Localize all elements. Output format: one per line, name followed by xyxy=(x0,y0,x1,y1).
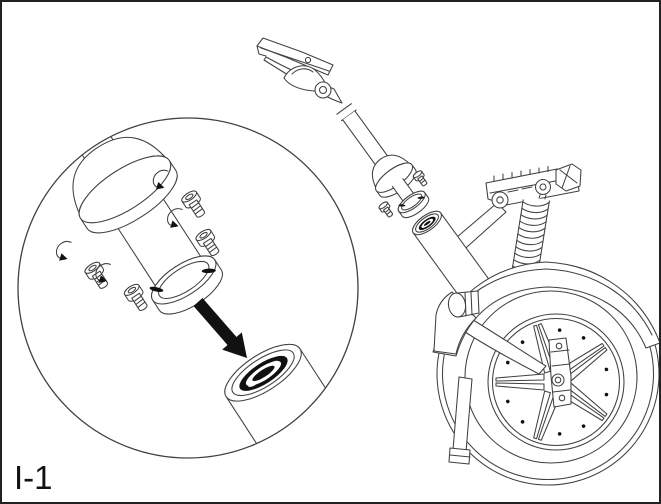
install-arrow xyxy=(193,298,247,358)
fork-blade xyxy=(461,317,547,375)
flange-slot xyxy=(201,268,216,274)
callout-circle xyxy=(17,117,359,459)
stem-cone-main xyxy=(371,154,417,198)
front-fender xyxy=(432,261,659,357)
magnified-stem-assembly xyxy=(55,118,334,451)
stem-bolt-main xyxy=(378,201,394,218)
rotation-arrow xyxy=(55,241,72,261)
magnifier-callout xyxy=(17,117,359,459)
bearing xyxy=(239,355,288,391)
stem-cone xyxy=(72,136,178,234)
rotation-arrow xyxy=(167,208,183,228)
flange-bolt xyxy=(95,263,148,311)
console-clamp-lever xyxy=(283,65,332,99)
figure-label: I-1 xyxy=(14,459,53,496)
hub-axle xyxy=(548,337,572,408)
rotation-arrow xyxy=(95,263,111,283)
console-screw xyxy=(304,56,312,64)
stem-bolt-main xyxy=(412,170,428,187)
stem-tube-main xyxy=(336,103,392,171)
stand-rod xyxy=(448,376,473,465)
tiller-stem-main xyxy=(336,103,498,312)
bracket-pivot xyxy=(534,178,552,196)
flange-slot xyxy=(149,286,164,292)
flange-bolt xyxy=(55,241,109,289)
mounting-bracket xyxy=(485,163,582,209)
stem-flange-main xyxy=(397,190,430,219)
rotation-arrow xyxy=(152,169,169,190)
bracket-eyelet xyxy=(491,191,509,209)
bracket-end-block xyxy=(555,163,582,192)
flange-bolt xyxy=(152,169,206,218)
tiller-console xyxy=(256,37,343,104)
flange-bolt xyxy=(167,208,220,257)
fender-bumper xyxy=(447,290,480,318)
stem-flange xyxy=(149,255,223,315)
head-tube-bearing xyxy=(418,216,436,230)
frame-head-tube xyxy=(412,210,498,312)
